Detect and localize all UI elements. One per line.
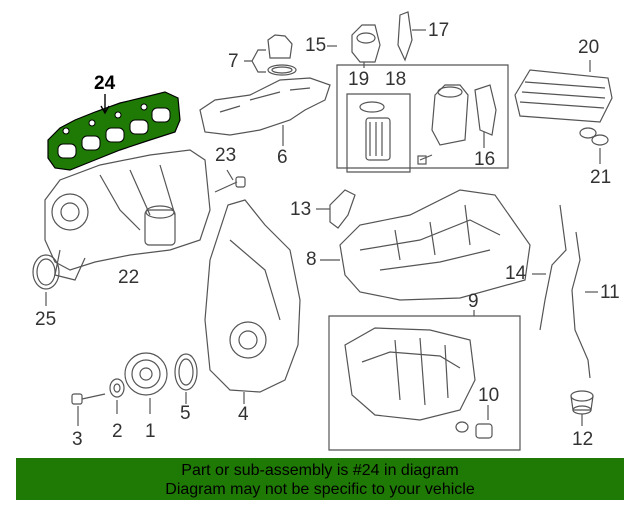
part-15-oil-filter-housing[interactable] bbox=[336, 24, 509, 169]
part-10-drain-plug[interactable] bbox=[455, 421, 493, 439]
callout-17: 17 bbox=[428, 20, 450, 41]
callout-24: 24 bbox=[94, 73, 116, 94]
part-23-bolt[interactable] bbox=[214, 176, 246, 193]
callout-6: 6 bbox=[277, 147, 288, 168]
callout-25: 25 bbox=[35, 309, 57, 330]
callout-9: 9 bbox=[468, 291, 479, 312]
callout-7: 7 bbox=[228, 51, 239, 72]
part-25-ring[interactable] bbox=[32, 254, 60, 290]
part-4-timing-cover[interactable] bbox=[204, 199, 301, 393]
callout-10: 10 bbox=[478, 385, 500, 406]
part-1-pulley[interactable] bbox=[124, 352, 168, 396]
part-3-bolt[interactable] bbox=[71, 393, 106, 405]
callout-15: 15 bbox=[305, 35, 327, 56]
callout-19: 19 bbox=[348, 69, 370, 90]
part-21-gaskets[interactable] bbox=[579, 127, 609, 146]
part-2-washer[interactable] bbox=[109, 378, 125, 398]
callout-2: 2 bbox=[112, 421, 123, 442]
callout-23: 23 bbox=[215, 145, 237, 166]
part-11-tube bbox=[571, 231, 591, 379]
banner-line-1: Part or sub-assembly is #24 in diagram bbox=[181, 462, 459, 479]
info-banner: Part or sub-assembly is #24 in diagram D… bbox=[16, 458, 624, 500]
part-20-oil-cooler[interactable] bbox=[514, 69, 613, 123]
part-6-cover[interactable] bbox=[199, 77, 331, 136]
part-18-oil-filter[interactable] bbox=[346, 93, 411, 173]
callout-12: 12 bbox=[572, 429, 594, 450]
callout-11: 11 bbox=[600, 282, 620, 303]
part-12-cap[interactable] bbox=[570, 390, 594, 415]
callout-16: 16 bbox=[474, 149, 496, 170]
callout-13: 13 bbox=[290, 199, 312, 220]
part-17-bracket bbox=[397, 11, 413, 62]
part-14-dipstick bbox=[539, 204, 567, 331]
callout-3: 3 bbox=[72, 429, 83, 450]
callout-5: 5 bbox=[180, 403, 191, 424]
part-13-bracket bbox=[329, 189, 356, 229]
callout-20: 20 bbox=[578, 37, 600, 58]
callout-18: 18 bbox=[385, 69, 407, 90]
part-9-oil-pan-lower[interactable] bbox=[328, 315, 521, 451]
part-24-manifold-gasket[interactable] bbox=[47, 91, 181, 171]
part-5-seal[interactable] bbox=[174, 353, 198, 391]
callout-14: 14 bbox=[505, 263, 527, 284]
part-7-cap[interactable] bbox=[267, 34, 297, 76]
banner-line-2: Diagram may not be specific to your vehi… bbox=[165, 481, 475, 498]
callout-21: 21 bbox=[590, 167, 612, 188]
part-8-oil-pan-upper[interactable] bbox=[339, 189, 531, 301]
callout-4: 4 bbox=[238, 404, 249, 425]
callout-1: 1 bbox=[145, 421, 156, 442]
callout-22: 22 bbox=[118, 267, 140, 288]
part-22-manifold[interactable] bbox=[44, 149, 211, 281]
callout-8: 8 bbox=[306, 249, 317, 270]
part-16-gasket bbox=[474, 84, 497, 136]
